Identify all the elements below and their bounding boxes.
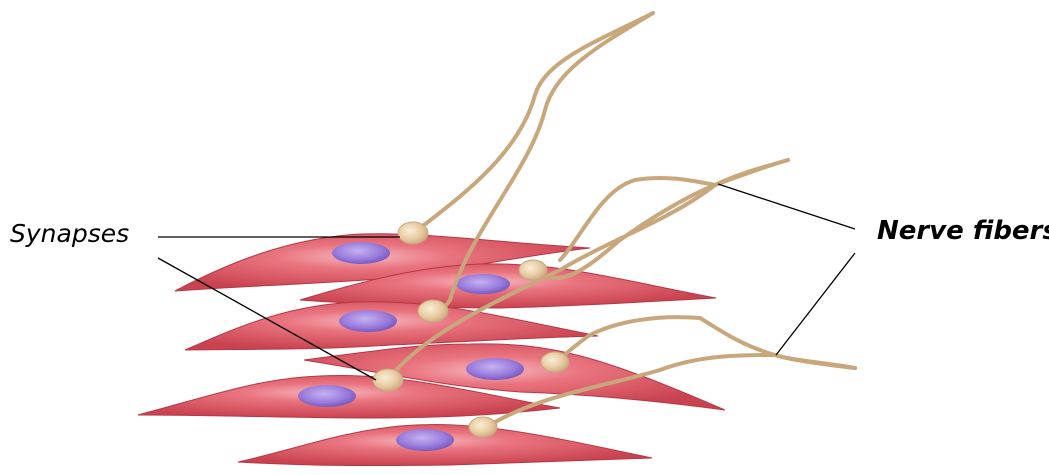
nucleus <box>339 310 397 332</box>
nucleus <box>332 242 390 264</box>
nucleus <box>466 358 524 380</box>
synapses-label: Synapses <box>10 221 129 246</box>
synapse-knob <box>519 260 547 280</box>
nucleus <box>456 274 510 294</box>
synapse-knob <box>398 222 428 244</box>
nucleus <box>298 385 356 407</box>
nerve-fibers-leader-line <box>718 184 855 229</box>
nerve-fibers-label: Nerve fibers <box>877 218 1049 244</box>
nerve-fibers-leader-line <box>776 253 855 355</box>
synapse-knob <box>469 417 497 437</box>
nerve-fiber <box>420 13 653 228</box>
synapse-knob <box>541 352 569 372</box>
nucleus <box>396 429 454 451</box>
synapse-knob <box>373 369 403 391</box>
synapse-knob <box>418 300 448 322</box>
